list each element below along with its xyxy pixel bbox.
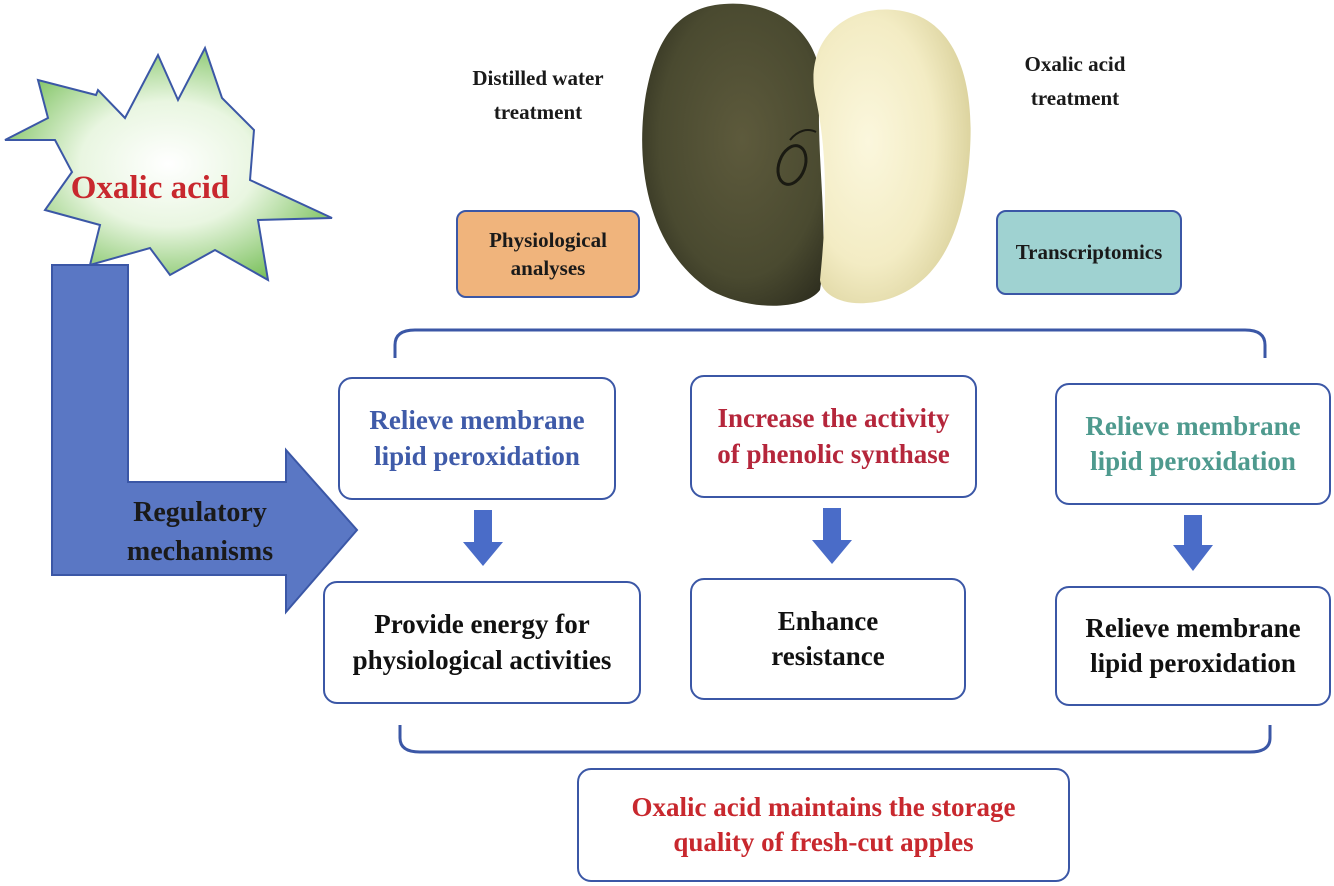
effect-box-1: Provide energy for physiological activit… xyxy=(323,581,641,704)
conclusion-box: Oxalic acid maintains the storage qualit… xyxy=(577,768,1070,882)
fresh-apple-half xyxy=(813,9,971,304)
oxalic-acid-starburst xyxy=(4,45,333,282)
starburst-shape xyxy=(4,45,333,282)
effect-box-3: Relieve membrane lipid peroxidation xyxy=(1055,586,1331,706)
apple-image xyxy=(642,3,971,306)
mechanism-text-2: Increase the activity of phenolic syntha… xyxy=(717,403,950,469)
bottom-bracket xyxy=(398,725,1272,754)
mechanism-box-1: Relieve membrane lipid peroxidation xyxy=(338,377,616,500)
apple-seed-icon xyxy=(776,144,808,186)
physiological-analyses-box: Physiological analyses xyxy=(456,210,640,298)
oxalic-acid-label: Oxalic acid xyxy=(70,170,230,206)
effect-box-2: Enhance resistance xyxy=(690,578,966,700)
transcriptomics-box: Transcriptomics xyxy=(996,210,1182,295)
down-arrow-1 xyxy=(463,510,503,566)
distilled-water-treatment-label: Distilled water treatment xyxy=(472,66,604,124)
down-arrow-3 xyxy=(1173,515,1213,571)
mechanism-box-2: Increase the activity of phenolic syntha… xyxy=(690,375,977,498)
mechanism-text-3: Relieve membrane lipid peroxidation xyxy=(1085,410,1301,476)
mechanism-box-3: Relieve membrane lipid peroxidation xyxy=(1055,383,1331,505)
oxalic-acid-treatment-label: Oxalic acid treatment xyxy=(1024,52,1126,110)
regulatory-arrow xyxy=(51,264,359,615)
browned-apple-half xyxy=(642,3,824,306)
regulatory-mechanisms-label: Regulatory mechanisms xyxy=(126,497,274,568)
down-arrow-2 xyxy=(812,508,852,564)
mechanism-text-1: Relieve membrane lipid peroxidation xyxy=(369,405,585,471)
